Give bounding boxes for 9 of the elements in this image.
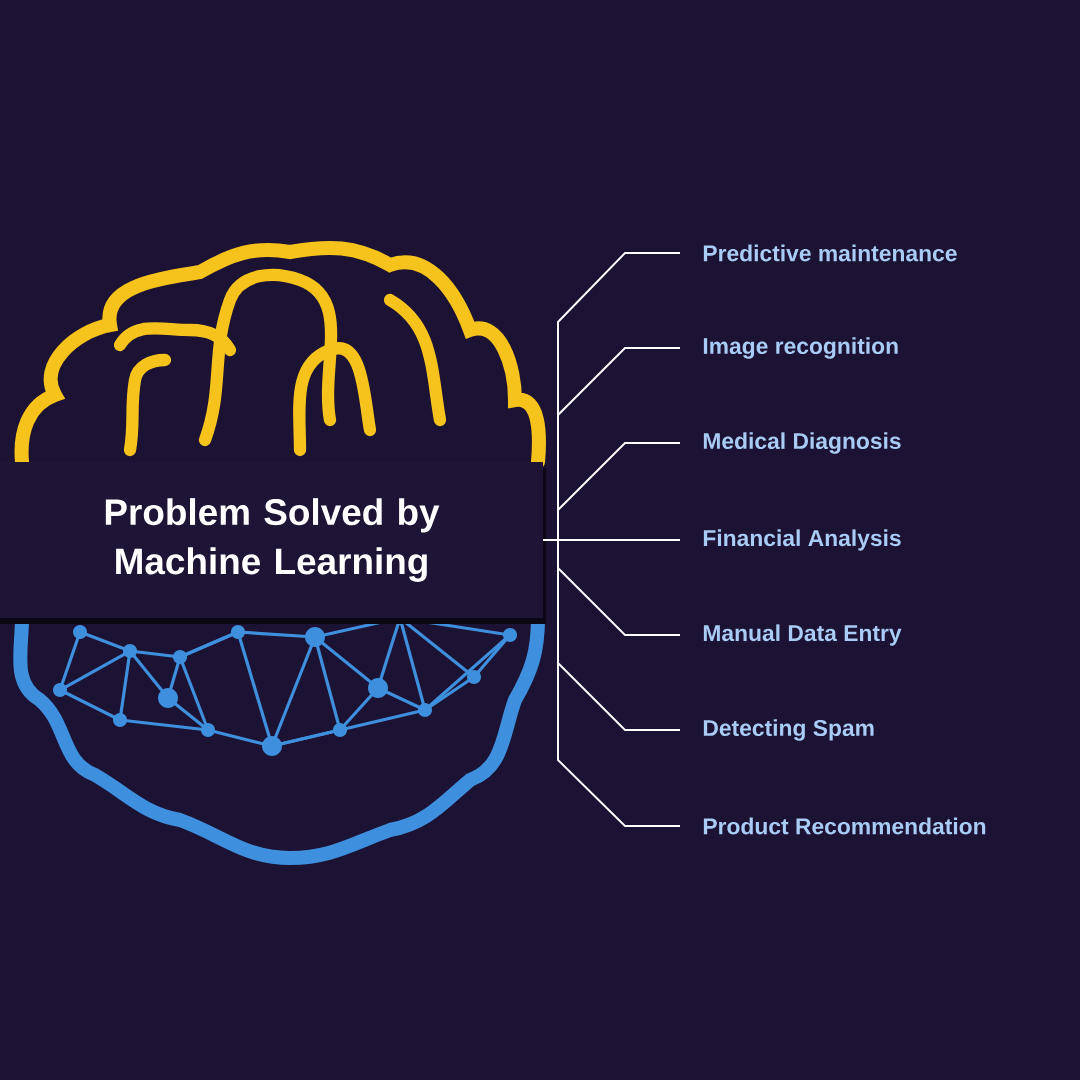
title-banner: Problem Solved by Machine Learning — [0, 462, 546, 624]
item-label: Predictive maintenance — [703, 244, 957, 262]
item-label: Product Recommendation — [703, 817, 986, 835]
item-label: Financial Analysis — [703, 529, 901, 551]
item-label: Image recognition — [703, 337, 898, 359]
item-label: Detecting Spam — [703, 719, 874, 741]
connector-line — [542, 539, 681, 827]
item-label: Medical Diagnosis — [703, 432, 901, 454]
item-label: Manual Data Entry — [703, 624, 902, 646]
